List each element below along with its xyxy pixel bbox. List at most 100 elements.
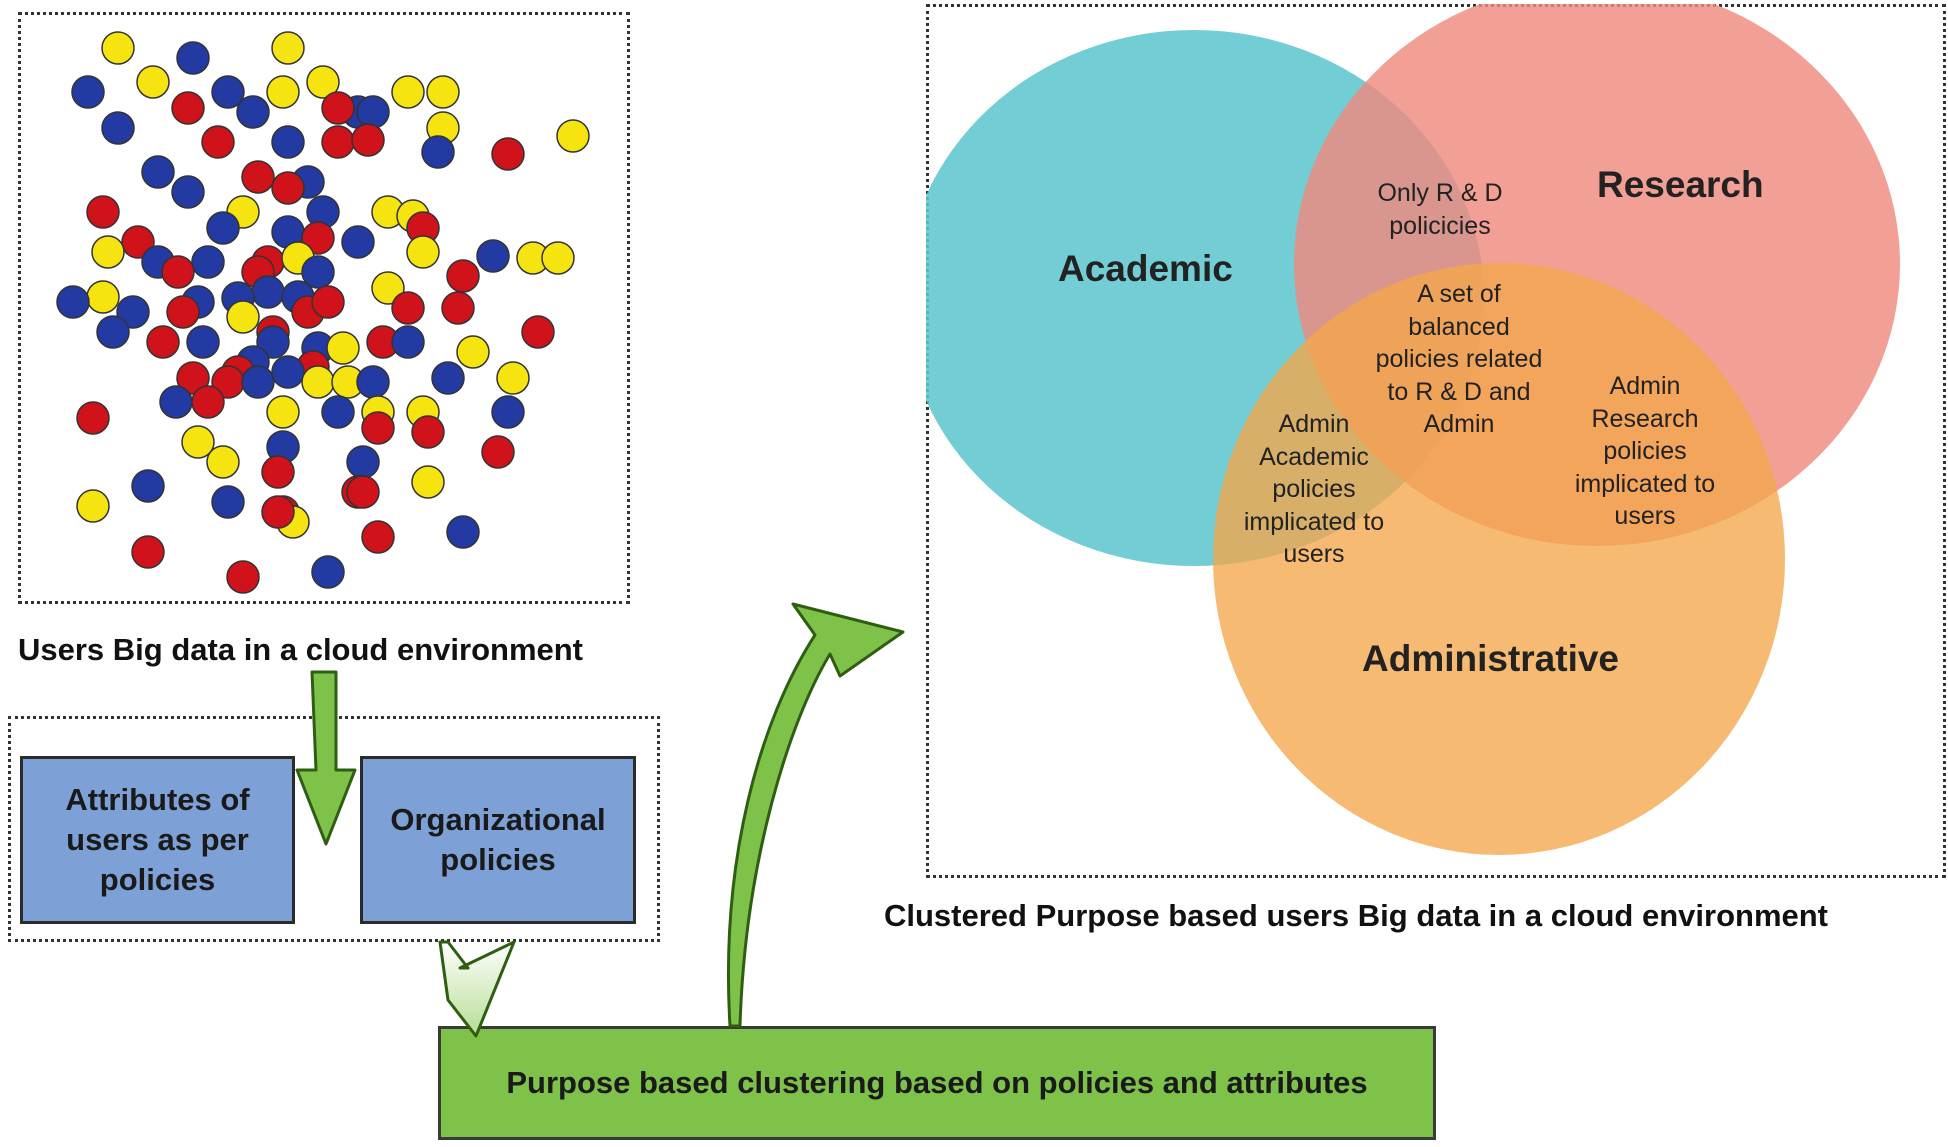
organizational-policies-box: Organizational policies xyxy=(360,756,636,924)
user-dot xyxy=(241,160,275,194)
user-dot xyxy=(201,125,235,159)
user-dot xyxy=(171,91,205,125)
user-dot xyxy=(266,395,300,429)
user-dot xyxy=(166,295,200,329)
user-dot xyxy=(371,271,405,305)
user-dot xyxy=(431,361,465,395)
purpose-clustering-box: Purpose based clustering based on polici… xyxy=(438,1026,1436,1140)
user-dot xyxy=(301,255,335,289)
attributes-box: Attributes of users as per policies xyxy=(20,756,295,924)
user-dot xyxy=(136,65,170,99)
user-dot xyxy=(181,425,215,459)
user-dot xyxy=(326,331,360,365)
user-dot xyxy=(311,555,345,589)
users-data-caption: Users Big data in a cloud environment xyxy=(18,632,584,667)
user-dot xyxy=(86,195,120,229)
user-dot xyxy=(121,225,155,259)
user-dot xyxy=(421,135,455,169)
user-dot xyxy=(311,285,345,319)
user-dot xyxy=(176,361,210,395)
user-dot xyxy=(541,241,575,275)
user-dot xyxy=(211,75,245,109)
administrative-label: Administrative xyxy=(1362,638,1620,679)
user-dot xyxy=(266,75,300,109)
user-dot xyxy=(391,75,425,109)
user-dot xyxy=(141,155,175,189)
user-dot xyxy=(101,31,135,65)
user-dot xyxy=(76,401,110,435)
user-dot xyxy=(476,239,510,273)
down-arrow-hollow xyxy=(438,940,516,1038)
user-dot xyxy=(91,235,125,269)
user-dot xyxy=(496,361,530,395)
clustered-data-box xyxy=(926,4,1946,878)
user-dot xyxy=(241,365,275,399)
user-dot xyxy=(131,535,165,569)
curved-arrow xyxy=(726,602,905,1028)
venn-diagram xyxy=(926,4,1900,855)
user-dot xyxy=(406,235,440,269)
user-dot xyxy=(226,300,260,334)
user-dot xyxy=(191,245,225,279)
user-dot xyxy=(391,291,425,325)
user-dot xyxy=(321,91,355,125)
user-dot xyxy=(101,111,135,145)
user-dot xyxy=(411,415,445,449)
user-dot xyxy=(96,315,130,349)
user-dot xyxy=(341,225,375,259)
user-dot xyxy=(131,469,165,503)
user-dot xyxy=(301,221,335,255)
admin-academic-label: Admin Academic policies implicated to us… xyxy=(1243,410,1385,568)
user-dot xyxy=(346,475,380,509)
user-dot xyxy=(236,95,270,129)
balanced-policies-label: A set of balanced policies related to R … xyxy=(1375,280,1543,438)
user-dot xyxy=(271,125,305,159)
user-dot xyxy=(481,435,515,469)
user-dot xyxy=(321,395,355,429)
user-dot xyxy=(161,255,195,289)
user-dot xyxy=(76,489,110,523)
user-dot xyxy=(206,211,240,245)
user-dot xyxy=(261,495,295,529)
user-dot xyxy=(426,75,460,109)
user-dot xyxy=(361,520,395,554)
user-dot xyxy=(211,485,245,519)
rd-only-label: Only R & D policicies xyxy=(1377,179,1503,240)
user-dot xyxy=(271,355,305,389)
user-dot xyxy=(261,455,295,489)
user-dot xyxy=(491,395,525,429)
user-dot xyxy=(521,315,555,349)
user-dot xyxy=(71,75,105,109)
user-dot xyxy=(256,325,290,359)
user-dot xyxy=(446,259,480,293)
user-dot xyxy=(271,31,305,65)
user-dot xyxy=(491,137,525,171)
user-dot xyxy=(306,65,340,99)
user-dot xyxy=(411,465,445,499)
clustered-data-caption: Clustered Purpose based users Big data i… xyxy=(884,898,1829,933)
user-dot xyxy=(556,119,590,153)
user-dot xyxy=(191,385,225,419)
user-dot xyxy=(116,295,150,329)
users-data-box xyxy=(18,12,630,604)
user-dot xyxy=(271,171,305,205)
academic-label: Academic xyxy=(1058,248,1233,289)
user-dot xyxy=(351,123,385,157)
user-dot xyxy=(456,335,490,369)
user-dot xyxy=(446,515,480,549)
administrative-circle xyxy=(1213,263,1785,855)
user-dot xyxy=(206,445,240,479)
user-dot xyxy=(226,560,260,594)
user-dot xyxy=(171,175,205,209)
user-dot xyxy=(361,411,395,445)
user-dot xyxy=(391,325,425,359)
user-dot xyxy=(56,285,90,319)
user-dot xyxy=(186,325,220,359)
research-label: Research xyxy=(1597,164,1764,205)
user-dot xyxy=(176,41,210,75)
user-dot xyxy=(441,291,475,325)
down-arrow xyxy=(295,670,357,846)
admin-research-label: Admin Research policies implicated to us… xyxy=(1574,372,1716,530)
